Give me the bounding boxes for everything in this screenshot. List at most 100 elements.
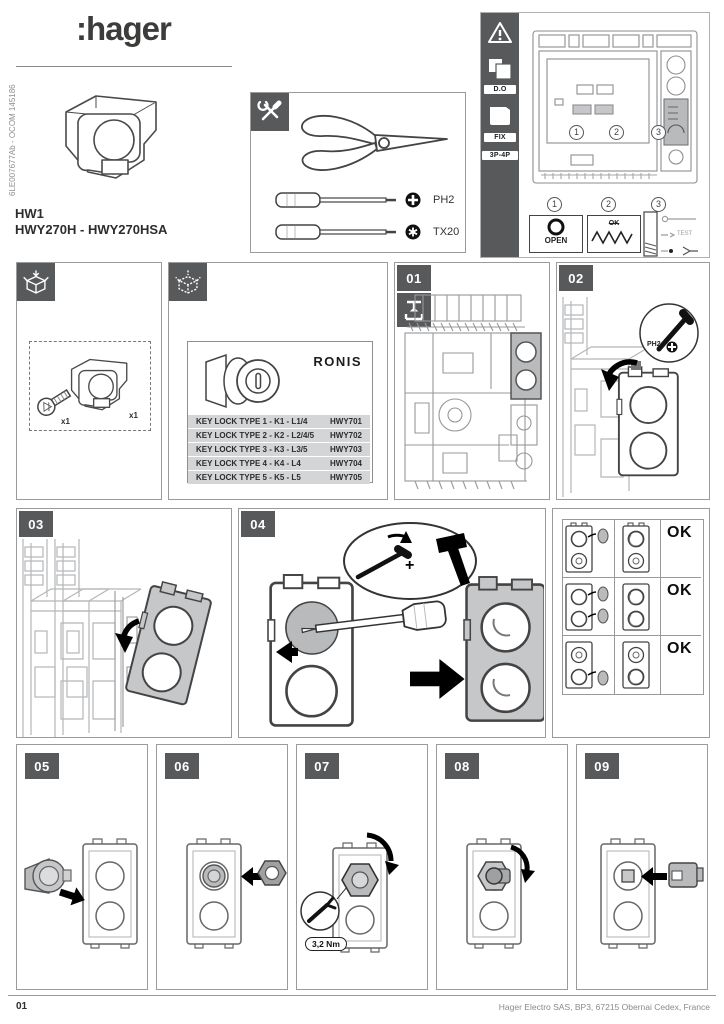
screw-illustration xyxy=(37,388,72,417)
step-05-panel: 05 xyxy=(16,744,148,990)
step-06-number: 06 xyxy=(165,753,199,779)
step-03-panel: 03 xyxy=(16,508,232,738)
keylock-ref: HWY703 xyxy=(329,445,362,454)
shaft-end-illustration xyxy=(621,869,635,883)
ok-label: OK xyxy=(667,524,692,541)
poles-label: 3P-4P xyxy=(482,151,518,160)
keylock-brand: RONIS xyxy=(313,354,362,369)
header-divider xyxy=(16,66,232,67)
phillips-screwdriver-illustration xyxy=(275,192,421,208)
keylock-ref: HWY704 xyxy=(329,459,362,468)
keylock-type: KEY LOCK TYPE 2 - K2 - L2/4/5 xyxy=(196,431,315,440)
cylinder-illustration xyxy=(24,857,72,894)
step-07-panel: 07 3,2 Nm xyxy=(296,744,428,990)
legend-callout-3: 3 xyxy=(651,197,666,212)
accessory-order-icon xyxy=(175,270,201,294)
plus-sign: + xyxy=(405,557,415,574)
housing-illustration-small xyxy=(70,358,128,411)
keylock-type: KEY LOCK TYPE 3 - K3 - L3/5 xyxy=(196,445,308,454)
step-02-illustration xyxy=(562,296,699,498)
legend-callout-1: 1 xyxy=(547,197,562,212)
warning-icon xyxy=(488,22,512,43)
step-08-illustration xyxy=(466,838,535,949)
position-indicator: TEST xyxy=(643,211,701,257)
callout-3: 3 xyxy=(651,125,666,140)
shaft-cover-illustration xyxy=(668,862,704,888)
step-06-panel: 06 xyxy=(156,744,288,990)
step-04-panel: 04 + xyxy=(238,508,546,738)
torque-label: 3,2 Nm xyxy=(305,937,347,951)
table-row: KEY LOCK TYPE 2 - K2 - L2/4/5 HWY702 xyxy=(188,428,370,442)
step-09-number: 09 xyxy=(585,753,619,779)
keylock-options-panel: RONIS KEY LOCK TYPE 1 - K1 - L1/4 HWY701… xyxy=(168,262,388,500)
step-07-number: 07 xyxy=(305,753,339,779)
footer-divider xyxy=(8,995,716,996)
variant-bottom-remove xyxy=(565,641,609,689)
document-code: 6LE007677Ab - OCOM 145186 xyxy=(8,84,17,196)
table-row: KEY LOCK TYPE 4 - K4 - L4 HWY704 xyxy=(188,456,370,470)
screwdriver-illustration xyxy=(301,600,447,634)
step-03-number: 03 xyxy=(19,511,53,537)
step-03-illustration xyxy=(22,538,215,737)
callout-2: 2 xyxy=(609,125,624,140)
overview-panel: D.O FIX 3P-4P xyxy=(480,12,710,258)
spring-ok-label: OK xyxy=(608,220,620,227)
step-04-number: 04 xyxy=(241,511,275,537)
keylock-type: KEY LOCK TYPE 1 - K1 - L1/4 xyxy=(196,417,308,426)
step-09-illustration xyxy=(600,838,704,949)
step-02-ph2-label: PH2 xyxy=(647,341,661,348)
hammer-icon xyxy=(436,533,470,586)
keylock-ref: HWY701 xyxy=(329,417,362,426)
variant-both-remove xyxy=(565,583,609,631)
callout-1: 1 xyxy=(569,125,584,140)
table-row: KEY LOCK TYPE 5 - K5 - L5 HWY705 xyxy=(188,470,370,484)
variant-top-remove xyxy=(565,522,609,573)
tighten-arrow-icon xyxy=(366,832,394,862)
keylock-ref: HWY702 xyxy=(329,431,362,440)
key-cylinder-illustration xyxy=(205,353,280,409)
step-01-number: 01 xyxy=(397,265,431,291)
tools-panel: PH2 TX20 xyxy=(250,92,466,253)
spring-icon xyxy=(591,230,633,245)
keylock-table: KEY LOCK TYPE 1 - K1 - L1/4 HWY701 KEY L… xyxy=(188,414,370,484)
table-row: KEY LOCK TYPE 1 - K1 - L1/4 HWY701 xyxy=(188,414,370,428)
torx-size-label: TX20 xyxy=(433,226,460,238)
keylock-ref: HWY705 xyxy=(329,473,362,482)
keylock-type: KEY LOCK TYPE 4 - K4 - L4 xyxy=(196,459,301,468)
product-family: HW1 xyxy=(15,206,44,221)
fixed-label: FIX xyxy=(484,133,516,142)
keylock-type: KEY LOCK TYPE 5 - K5 - L5 xyxy=(196,473,301,482)
step-05-number: 05 xyxy=(25,753,59,779)
phillips-size-label: PH2 xyxy=(433,194,455,206)
variants-grid: OK OK xyxy=(562,519,704,695)
nut-illustration xyxy=(341,863,379,897)
test-label: TEST xyxy=(677,231,693,237)
keylock-reference-box: RONIS KEY LOCK TYPE 1 - K1 - L1/4 HWY701… xyxy=(187,341,373,484)
package-contents-panel: x1 x1 xyxy=(16,262,162,500)
spring-discharged-indicator: OK xyxy=(587,215,641,253)
tools-icon xyxy=(257,100,282,121)
phillips-bit-icon xyxy=(405,192,421,208)
open-label: OPEN xyxy=(544,236,568,245)
step-07-illustration xyxy=(300,832,399,953)
breaker-iso-illustration xyxy=(404,294,542,490)
pliers-illustration xyxy=(301,114,448,171)
drawout-version-icon xyxy=(489,59,512,80)
step-04-illustration xyxy=(266,522,544,727)
variant-bottom-result xyxy=(622,641,650,689)
table-row: KEY LOCK TYPE 3 - K3 - L3/5 HWY703 xyxy=(188,442,370,456)
variant-both-result xyxy=(622,583,650,631)
footer-company: Hager Electro SAS, BP3, 67215 Obernai Ce… xyxy=(498,1002,710,1012)
breaker-front-diagram xyxy=(532,30,698,184)
step-02-number: 02 xyxy=(559,265,593,291)
screw-quantity: x1 xyxy=(61,417,70,426)
step-02-panel: 02 PH2 xyxy=(556,262,710,500)
step-06-illustration xyxy=(186,838,287,949)
package-contents-box xyxy=(29,341,151,431)
step-09-panel: 09 xyxy=(576,744,708,990)
hager-logo: :hager xyxy=(76,10,172,47)
legend-callout-2: 2 xyxy=(601,197,616,212)
wrench-icon xyxy=(307,896,337,923)
drawout-label: D.O xyxy=(484,85,516,94)
